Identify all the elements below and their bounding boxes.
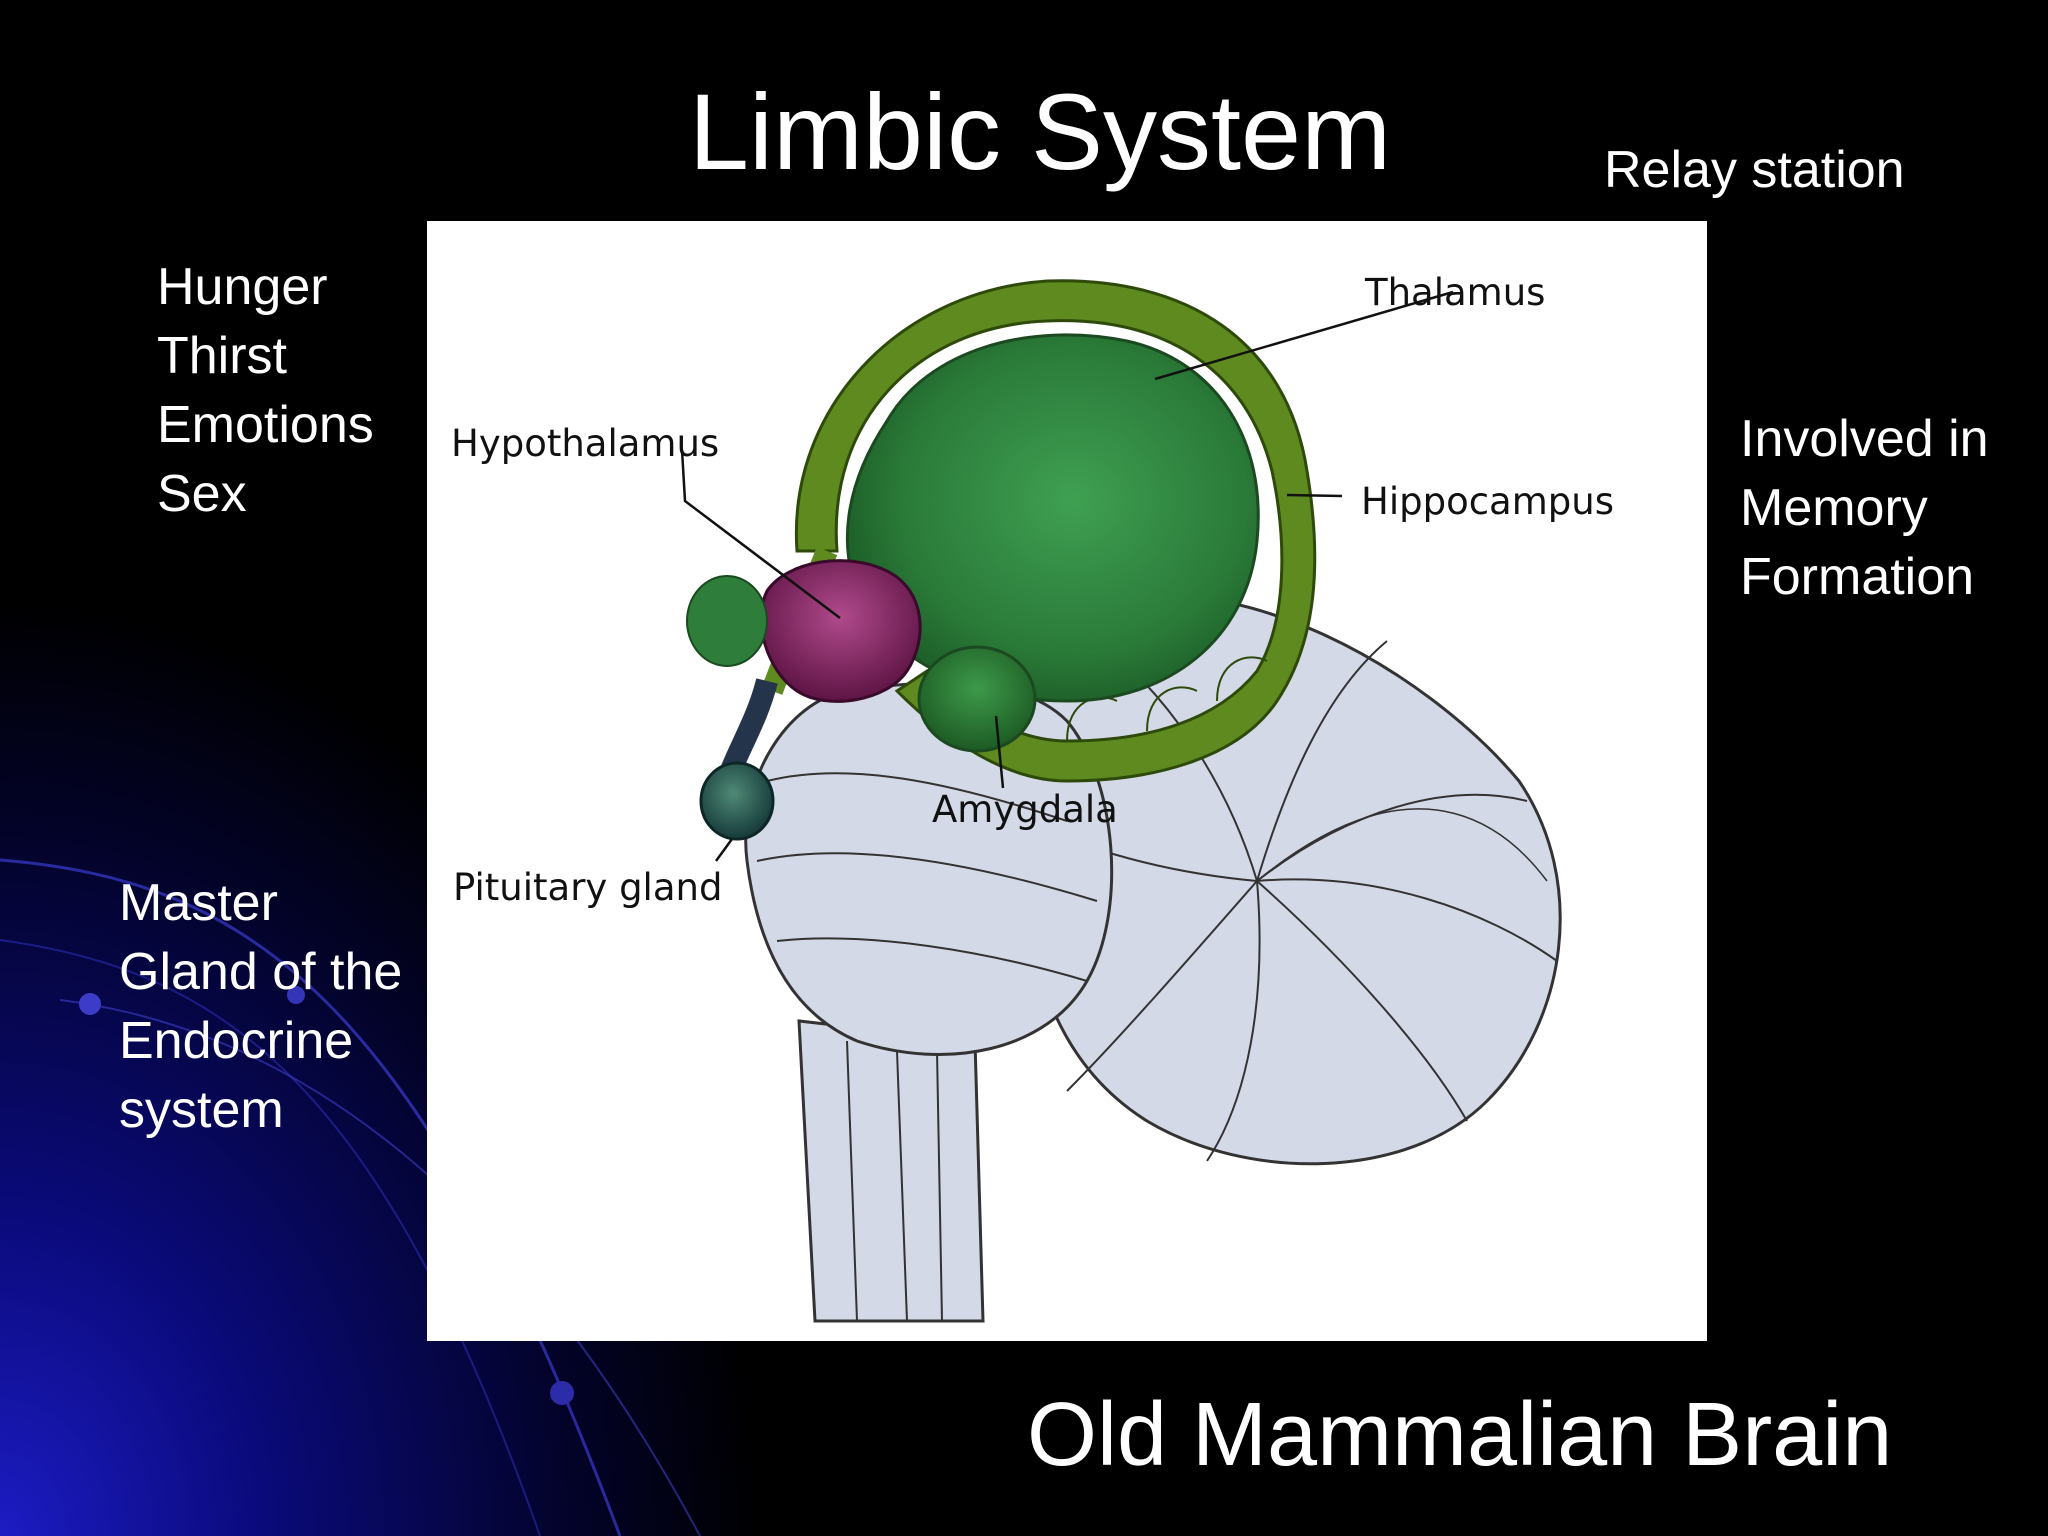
memory-note-line: Involved in [1740,410,1989,468]
gland-note: Master Gland of the Endocrine system [119,869,402,1145]
label-pituitary-gland: Pituitary gland [453,866,723,909]
drive-item: Thirst [157,327,287,385]
drive-item: Hunger [157,258,328,316]
brainstem [797,1019,985,1323]
gland-note-line: Gland of the [119,943,403,1001]
drive-item: Sex [157,465,247,523]
footer-caption: Old Mammalian Brain [1027,1385,1893,1485]
pons [744,681,1114,1056]
label-amygdala: Amygdala [932,788,1118,831]
brain-diagram: Thalamus Hypothalamus Hippocampus Amygda… [427,221,1707,1341]
label-hypothalamus: Hypothalamus [451,422,720,465]
label-thalamus: Thalamus [1365,271,1546,314]
gland-note-line: Endocrine [119,1012,354,1070]
hippocampus-shape [794,279,1317,783]
gland-note-line: Master [119,874,278,932]
pituitary-shape [699,761,775,841]
leader-lines [680,290,1454,862]
label-hippocampus: Hippocampus [1361,480,1614,523]
amygdala-shape [917,645,1037,753]
hypothalamus-shape [759,559,922,703]
memory-note: Involved in Memory Formation [1740,405,1989,612]
gland-note-line: system [119,1081,284,1139]
memory-note-line: Formation [1740,548,1975,606]
drive-item: Emotions [157,396,374,454]
relay-station-note: Relay station [1604,141,1905,199]
slide-title: Limbic System [688,71,1392,192]
memory-note-line: Memory [1740,479,1928,537]
brain-illustration [680,279,1562,1323]
drives-list: Hunger Thirst Emotions Sex [157,253,374,529]
